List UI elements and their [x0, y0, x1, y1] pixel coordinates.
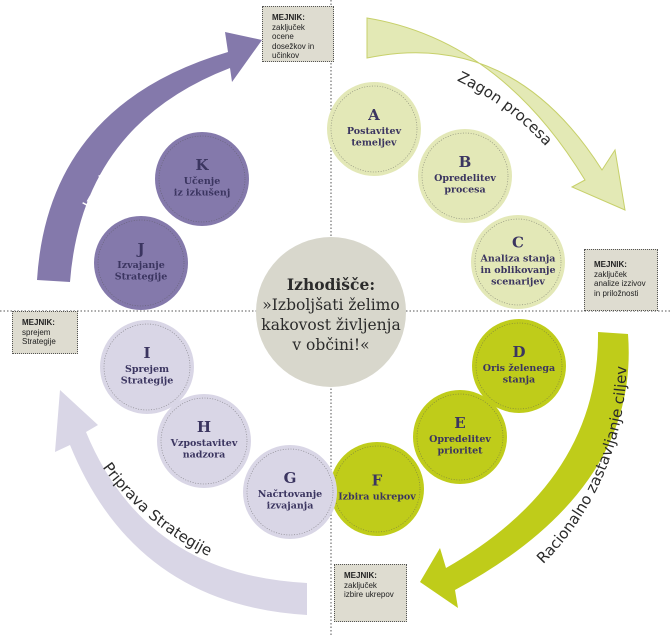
center-line-1: »Izboljšati želimo — [262, 296, 399, 314]
step-label-line: Načrtovanje — [258, 489, 322, 500]
step-label-line: Opredelitev — [434, 173, 496, 184]
step-dotted-ring — [160, 397, 248, 485]
step-label-line: Strategije — [115, 272, 168, 283]
step-label-line: Učenje — [184, 176, 221, 187]
step-label-line: Opredelitev — [429, 434, 491, 445]
arrow-implement — [37, 32, 262, 282]
step-dotted-ring — [333, 445, 421, 533]
step-label-line: prioritet — [437, 446, 483, 457]
step-label-line: Izbira ukrepov — [338, 492, 416, 503]
step-dotted-ring — [416, 393, 504, 481]
milestone-title: MEJNIK: — [344, 571, 377, 580]
milestone-line: analize izzivov — [594, 279, 646, 288]
arrow-goals — [420, 332, 629, 608]
step-letter: A — [367, 106, 380, 124]
step-letter: G — [284, 469, 297, 487]
milestone-line: izbire ukrepov — [344, 590, 394, 599]
milestone-title: MEJNIK: — [22, 318, 55, 327]
step-letter: B — [459, 153, 472, 171]
step-dotted-ring — [421, 132, 509, 220]
step-label-line: Sprejem — [125, 364, 169, 375]
step-dotted-ring — [475, 322, 563, 410]
step-circle — [330, 442, 424, 536]
center-line-3: v občini!« — [291, 336, 369, 354]
step-circle — [472, 319, 566, 413]
step-label-line: Oris želenega — [483, 363, 555, 374]
step-circle — [243, 445, 337, 539]
step-label-line: Izvajanje — [117, 260, 165, 271]
center-starting-point: Izhodišče: »Izboljšati želimo kakovost ž… — [256, 237, 406, 387]
step-circle — [471, 215, 565, 309]
step-label-line: stanja — [503, 375, 535, 386]
milestone-line: sprejem — [22, 327, 51, 337]
step-label-line: iz izkušenj — [174, 188, 231, 199]
center-title: Izhodišče: — [287, 275, 375, 294]
step-f: F Izbira ukrepov — [330, 442, 424, 536]
step-label-line: Analiza stanja — [480, 254, 556, 265]
step-dotted-ring — [97, 219, 185, 307]
step-letter: E — [454, 414, 465, 432]
arrow-launch — [366, 17, 626, 211]
step-letter: K — [195, 156, 209, 174]
step-label-line: izvajanja — [267, 501, 314, 512]
milestone-line: Strategije — [22, 337, 56, 346]
milestone-title: MEJNIK: — [272, 13, 305, 22]
step-label-line: Strategije — [121, 376, 174, 387]
step-letter: D — [512, 343, 525, 361]
step-dotted-ring — [474, 218, 562, 306]
step-label-line: scenarijev — [491, 277, 545, 288]
step-circle — [155, 132, 249, 226]
step-letter: I — [143, 344, 150, 362]
milestone-line: in priložnosti — [594, 288, 639, 298]
milestone-title: MEJNIK: — [594, 260, 627, 269]
step-dotted-ring — [246, 448, 334, 536]
milestone-line: dosežkov in — [272, 41, 315, 51]
step-circle — [157, 394, 251, 488]
step-circle — [100, 320, 194, 414]
step-label-line: in oblikovanje — [480, 265, 555, 276]
step-circle — [327, 82, 421, 176]
milestone-line: učinkov — [272, 51, 300, 60]
milestone-line: ocene — [272, 32, 294, 41]
step-dotted-ring — [330, 85, 418, 173]
step-circle — [413, 390, 507, 484]
milestone-line: zaključek — [344, 580, 377, 590]
step-letter: C — [512, 234, 524, 252]
milestone-line: zaključek — [594, 269, 627, 279]
arrow-prepare — [55, 390, 307, 615]
step-label-line: Postavitev — [347, 126, 402, 137]
step-label-line: procesa — [444, 185, 485, 196]
step-circles: APostavitevtemeljevBOpredelitevprocesaCA… — [94, 82, 566, 539]
step-dotted-ring — [158, 135, 246, 223]
step-label-line: Vzpostavitev — [170, 438, 238, 449]
step-circle — [94, 216, 188, 310]
step-letter: F — [372, 472, 383, 490]
step-label-line: nadzora — [183, 450, 226, 461]
step-circle — [418, 129, 512, 223]
step-label-line: temeljev — [351, 138, 397, 149]
step-letter: J — [135, 240, 144, 258]
center-line-2: kakovost življenja — [261, 316, 400, 334]
step-letter: H — [197, 418, 211, 436]
milestone-line: zaključek — [272, 22, 305, 32]
step-dotted-ring — [103, 323, 191, 411]
